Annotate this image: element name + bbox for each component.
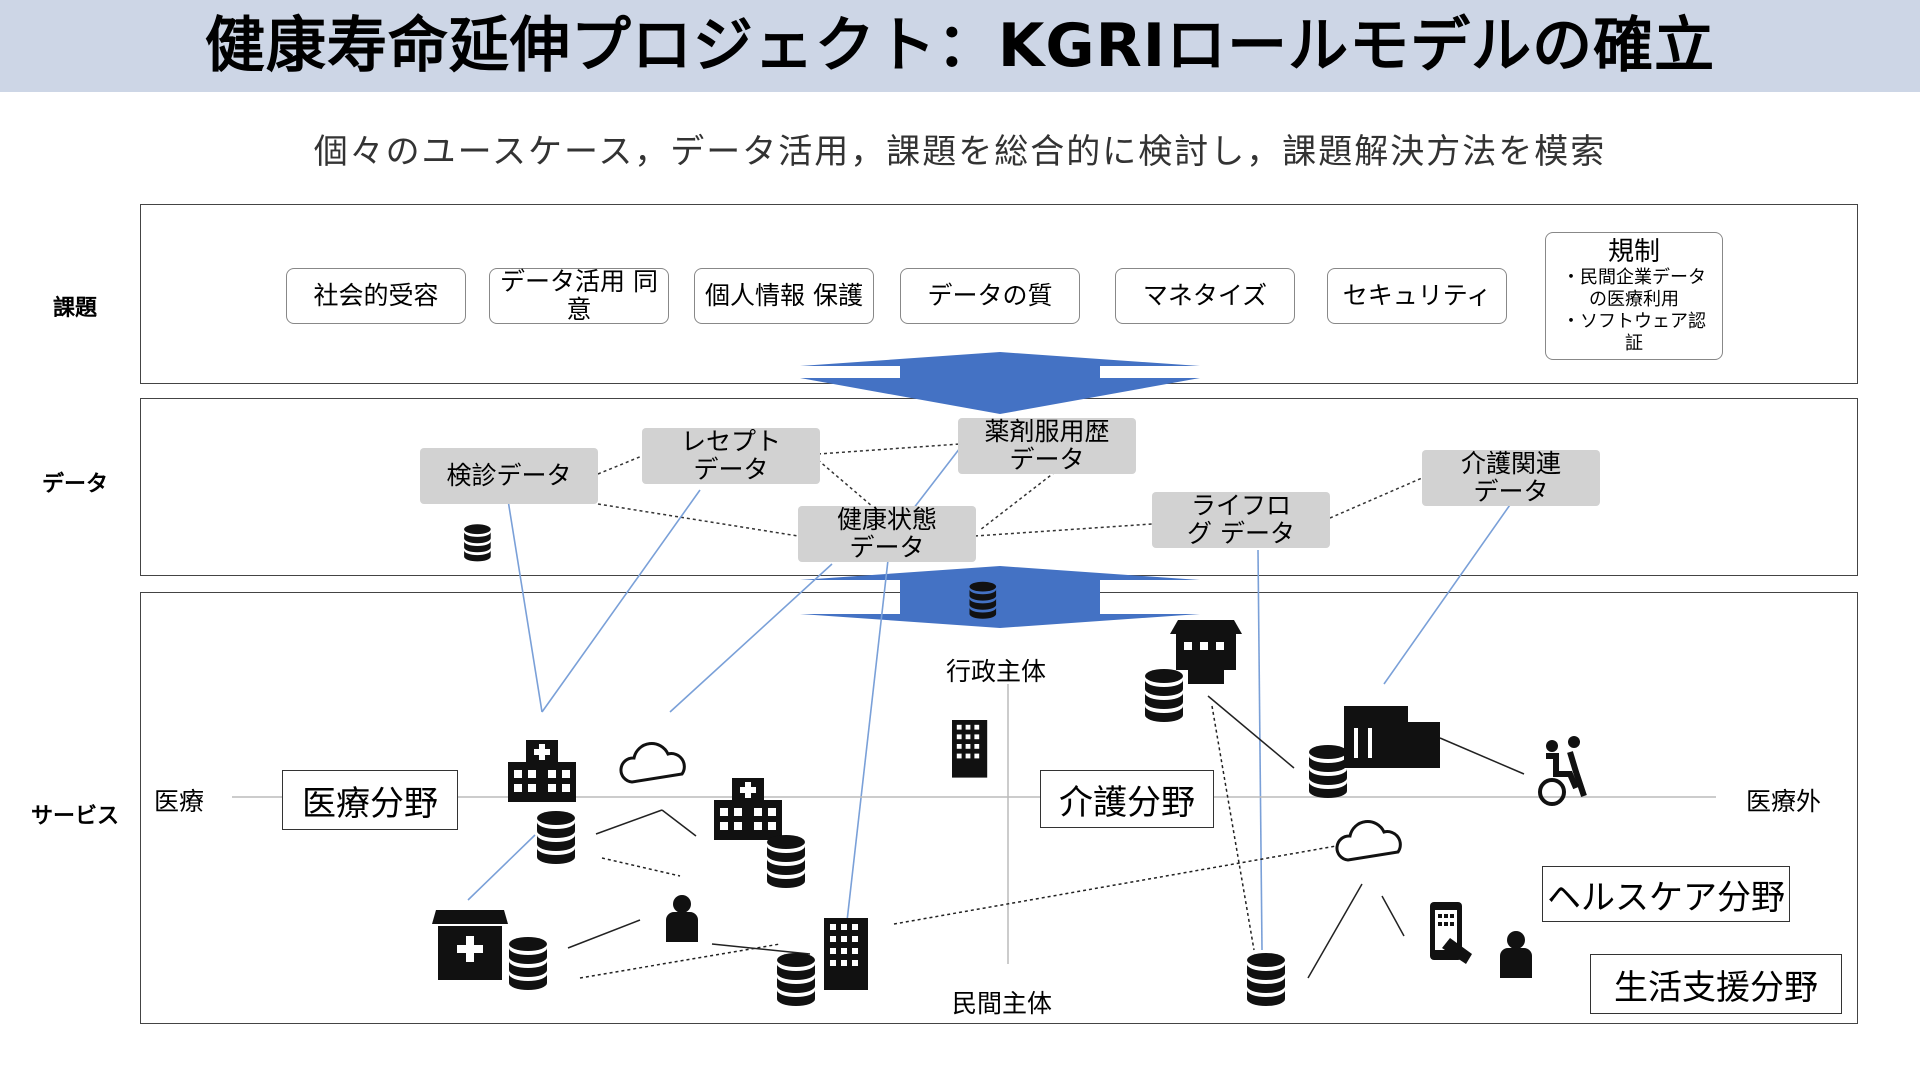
regulation-line-1: ・民間企業データの医療利用: [1562, 267, 1706, 310]
page-subtitle: 個々のユースケース，データ活用，課題を総合的に検討し，課題解決方法を模索: [313, 132, 1607, 172]
issue-data-quality: データの質: [900, 268, 1080, 324]
network-links: [567, 695, 1525, 979]
cloud-icon-1: [619, 742, 686, 784]
issue-privacy: 個人情報 保護: [694, 268, 874, 324]
data-receipt: レセプト データ: [642, 428, 820, 484]
database-icon-5: [777, 953, 815, 1006]
row-label-issues: 課題: [52, 296, 97, 321]
issue-social-acceptance: 社会的受容: [286, 268, 466, 324]
wheelchair-icon: [1538, 736, 1587, 806]
hospital-icon-2: [714, 778, 782, 840]
service-links: [467, 447, 1513, 951]
data-health-label: 健康状態 データ: [836, 505, 937, 562]
field-healthcare: ヘルスケア分野: [1542, 866, 1790, 922]
office-building-icon-1: [824, 918, 868, 990]
care-facility-icon: [1344, 706, 1440, 768]
person-icon-2: [1500, 931, 1532, 978]
data-services-arrow: [800, 566, 1200, 628]
data-links: [597, 443, 1423, 537]
axis-public: 行政主体: [946, 657, 1047, 686]
database-icon-9: [1247, 953, 1285, 1006]
hospital-icon-1: [508, 740, 576, 802]
smartphone-icon: [1430, 902, 1472, 964]
regulation-title: 規制: [1607, 237, 1660, 267]
data-lifelog-label: ライフログ データ: [1187, 491, 1295, 548]
row-label-data: データ: [41, 472, 108, 497]
axis-medical: 医療: [154, 787, 205, 816]
axis-private: 民間主体: [952, 989, 1053, 1018]
database-icon-1: [537, 811, 575, 864]
axis-nonmedical: 医療外: [1746, 787, 1822, 816]
field-care: 介護分野: [1040, 770, 1214, 828]
data-health: 健康状態 データ: [798, 506, 976, 562]
data-medication-label: 薬剤服用歴 データ: [984, 417, 1110, 474]
field-medical: 医療分野: [282, 770, 458, 830]
page-title: 健康寿命延伸プロジェクト：KGRIロールモデルの確立: [204, 11, 1716, 81]
issues-data-arrow: [800, 352, 1200, 414]
field-lifestyle: 生活支援分野: [1590, 954, 1842, 1014]
database-icon-2: [464, 524, 491, 562]
data-lifelog: ライフログ データ: [1152, 492, 1330, 548]
network-dotted-links: [579, 705, 1337, 979]
data-receipt-label: レセプト データ: [680, 427, 781, 484]
person-icon-1: [666, 895, 698, 942]
issue-security: セキュリティ: [1327, 268, 1507, 324]
issue-monetize: マネタイズ: [1115, 268, 1295, 324]
cloud-icon-2: [1335, 820, 1402, 862]
database-icon-3: [767, 835, 805, 888]
office-building-icon-2: [952, 720, 988, 778]
regulation-line-2: ・ソフトウェア認証: [1562, 311, 1706, 354]
issue-data-consent: データ活用 同意: [489, 268, 669, 324]
data-checkup: 検診データ: [420, 448, 598, 504]
pharmacy-icon: [432, 910, 508, 980]
database-icon-4: [509, 937, 547, 990]
data-care: 介護関連 データ: [1422, 450, 1600, 506]
database-icon-7: [1309, 745, 1347, 798]
title-bar: [0, 0, 1920, 92]
data-care-label: 介護関連 データ: [1460, 449, 1561, 506]
row-label-services: サービス: [30, 804, 119, 829]
issue-regulation: 規制 ・民間企業データの医療利用 ・ソフトウェア認証: [1545, 232, 1723, 360]
data-medication: 薬剤服用歴 データ: [958, 418, 1136, 474]
database-icon-6: [1145, 669, 1183, 722]
government-icon: [1170, 620, 1242, 684]
